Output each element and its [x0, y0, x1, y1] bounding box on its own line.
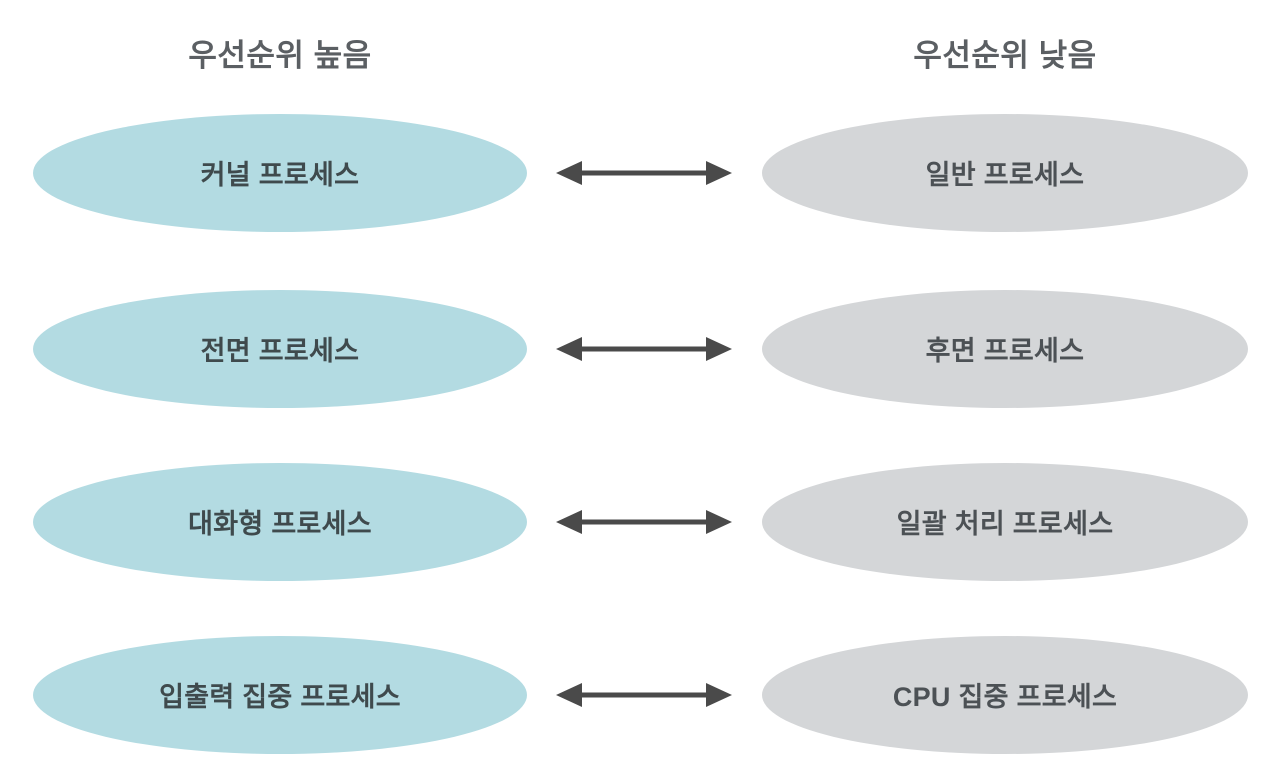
high-priority-process-node: 전면 프로세스 [33, 290, 527, 408]
node-label: 커널 프로세스 [200, 159, 360, 190]
comparison-row: 커널 프로세스 일반 프로세스 [0, 114, 1280, 232]
node-label: CPU 집중 프로세스 [892, 681, 1118, 712]
node-label: 후면 프로세스 [925, 335, 1085, 366]
double-headed-arrow-icon [556, 335, 732, 363]
double-headed-arrow-icon [556, 159, 732, 187]
node-label: 일반 프로세스 [925, 159, 1085, 190]
comparison-row: 입출력 집중 프로세스 CPU 집중 프로세스 [0, 636, 1280, 754]
double-headed-arrow-icon [556, 508, 732, 536]
column-header-low-priority: 우선순위 낮음 [913, 38, 1097, 73]
low-priority-process-node: 일괄 처리 프로세스 [762, 463, 1248, 581]
node-label: 전면 프로세스 [200, 335, 360, 366]
low-priority-process-node: CPU 집중 프로세스 [762, 636, 1248, 754]
high-priority-process-node: 커널 프로세스 [33, 114, 527, 232]
comparison-row: 전면 프로세스 후면 프로세스 [0, 290, 1280, 408]
high-priority-process-node: 입출력 집중 프로세스 [33, 636, 527, 754]
double-headed-arrow-icon [556, 681, 732, 709]
low-priority-process-node: 후면 프로세스 [762, 290, 1248, 408]
node-label: 입출력 집중 프로세스 [159, 681, 401, 712]
comparison-row: 대화형 프로세스 일괄 처리 프로세스 [0, 463, 1280, 581]
node-label: 대화형 프로세스 [188, 508, 372, 539]
node-label: 일괄 처리 프로세스 [896, 508, 1114, 539]
high-priority-process-node: 대화형 프로세스 [33, 463, 527, 581]
column-header-high-priority: 우선순위 높음 [188, 38, 372, 73]
low-priority-process-node: 일반 프로세스 [762, 114, 1248, 232]
